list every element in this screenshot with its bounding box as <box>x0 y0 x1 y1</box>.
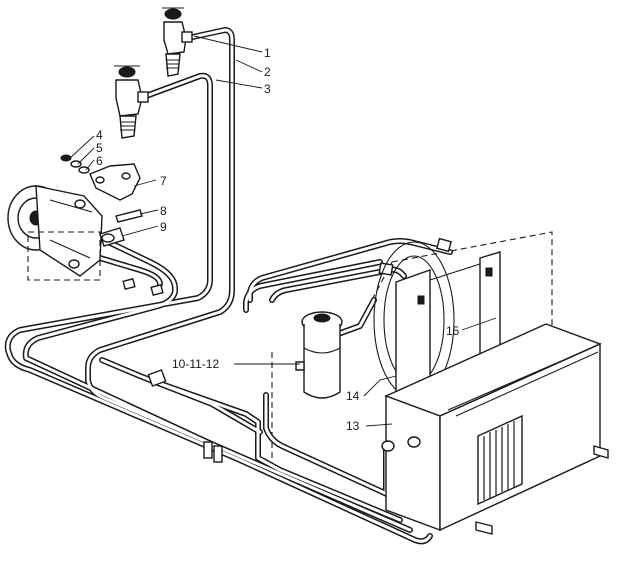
callout-labels: 1 2 3 4 5 6 7 8 9 10-11-12 13 14 15 <box>96 46 460 433</box>
callout-8: 8 <box>160 204 167 218</box>
callout-13: 13 <box>346 419 360 433</box>
callout-4: 4 <box>96 128 103 142</box>
expansion-valve-lower <box>114 65 149 139</box>
leader-lines <box>69 35 497 427</box>
callout-7: 7 <box>160 174 167 188</box>
callout-6: 6 <box>96 154 103 168</box>
callout-1: 1 <box>264 46 271 60</box>
bolt-and-fitting <box>99 209 143 247</box>
condenser-grille <box>477 414 523 506</box>
expansion-valve-upper <box>162 7 193 77</box>
mounting-hardware <box>60 154 90 174</box>
compressor-bracket <box>89 163 141 201</box>
condenser-unit <box>381 323 609 535</box>
callout-3: 3 <box>264 82 271 96</box>
receiver-drier <box>295 311 343 399</box>
callout-15: 15 <box>446 324 460 338</box>
callout-9: 9 <box>160 220 167 234</box>
compressor <box>7 185 103 281</box>
callout-2: 2 <box>264 65 271 79</box>
callout-5: 5 <box>96 141 103 155</box>
callout-10-11-12: 10-11-12 <box>172 357 219 371</box>
callout-14: 14 <box>346 389 360 403</box>
